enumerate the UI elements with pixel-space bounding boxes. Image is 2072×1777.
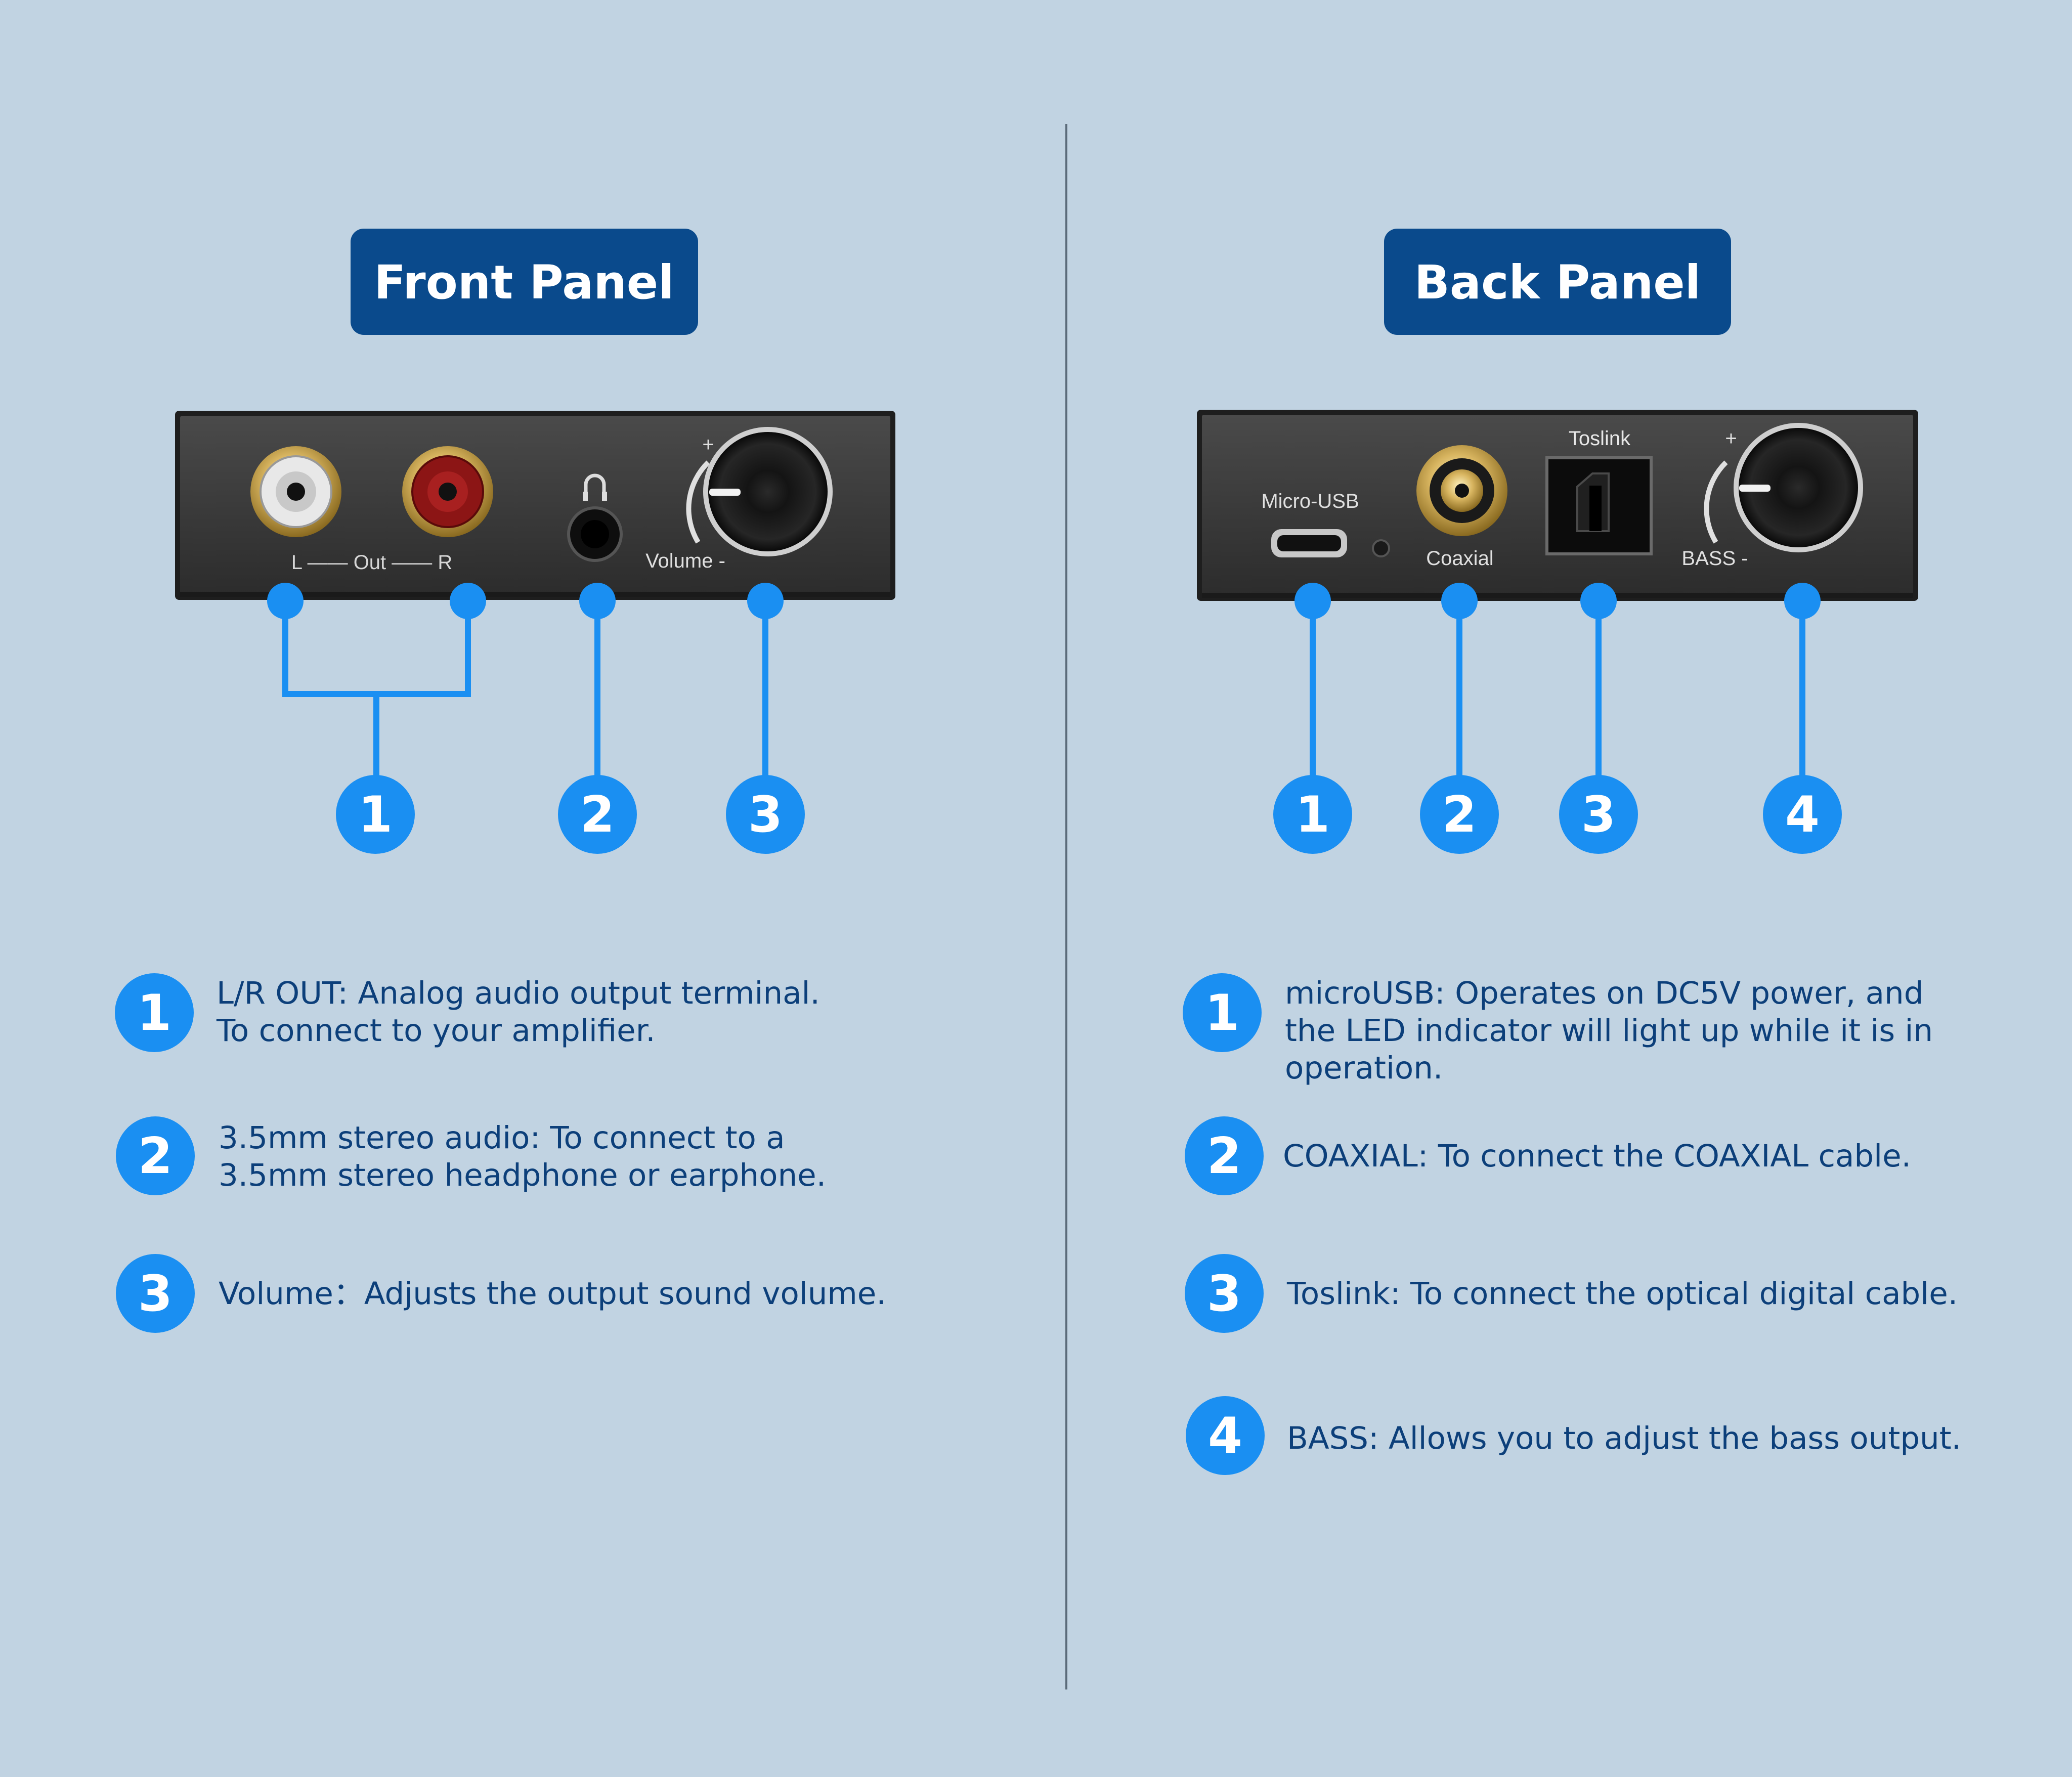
back-item-3-line1: Toslink: To connect the optical digital … bbox=[1286, 1276, 1958, 1312]
back-item-1-line1: microUSB: Operates on DC5V power, and bbox=[1285, 975, 1923, 1011]
volume-label: Volume - bbox=[645, 550, 725, 572]
toslink-label: Toslink bbox=[1569, 427, 1631, 450]
back-callout-3: 3 bbox=[1559, 775, 1638, 854]
svg-text:1: 1 bbox=[137, 984, 171, 1042]
volume-plus-label: + bbox=[702, 434, 714, 456]
headphone-jack bbox=[567, 473, 623, 562]
svg-text:2: 2 bbox=[580, 786, 615, 844]
front-item-2: 2 3.5mm stereo audio: To connect to a 3.… bbox=[116, 1116, 826, 1195]
led-indicator bbox=[1372, 539, 1390, 557]
front-item-1-line1: L/R OUT: Analog audio output terminal. bbox=[217, 975, 820, 1011]
front-leader-dots bbox=[267, 583, 784, 619]
svg-text:3: 3 bbox=[1207, 1265, 1241, 1323]
front-item-1: 1 L/R OUT: Analog audio output terminal.… bbox=[115, 973, 820, 1052]
rca-right-jack bbox=[402, 446, 493, 537]
back-title: Back Panel bbox=[1414, 255, 1701, 310]
front-title-box bbox=[351, 229, 698, 335]
svg-text:2: 2 bbox=[1207, 1128, 1241, 1185]
headphone-icon bbox=[584, 473, 606, 496]
front-callout-1: 1 bbox=[336, 775, 415, 854]
lr-out-label: L —— Out —— R bbox=[291, 551, 453, 574]
front-item-1-line2: To connect to your amplifier. bbox=[216, 1013, 656, 1049]
back-item-2: 2 COAXIAL: To connect the COAXIAL cable. bbox=[1185, 1116, 1911, 1195]
back-item-4-line1: BASS: Allows you to adjust the bass outp… bbox=[1287, 1420, 1961, 1456]
svg-text:1: 1 bbox=[1296, 786, 1330, 844]
back-item-3: 3 Toslink: To connect the optical digita… bbox=[1185, 1254, 1958, 1333]
back-item-4: 4 BASS: Allows you to adjust the bass ou… bbox=[1186, 1396, 1961, 1475]
front-callout-3: 3 bbox=[726, 775, 805, 854]
front-panel-section: Front Panel L —— Out —— R bbox=[115, 229, 895, 1333]
svg-text:1: 1 bbox=[358, 786, 393, 844]
back-callout-4: 4 bbox=[1763, 775, 1842, 854]
volume-knob bbox=[686, 427, 833, 556]
svg-text:4: 4 bbox=[1785, 786, 1820, 844]
svg-text:1: 1 bbox=[1205, 984, 1239, 1042]
back-item-1-line3: operation. bbox=[1285, 1050, 1443, 1086]
rca-left-jack bbox=[250, 446, 341, 537]
back-item-1: 1 microUSB: Operates on DC5V power, and … bbox=[1183, 973, 1933, 1086]
svg-text:3: 3 bbox=[748, 786, 783, 844]
back-item-1-line2: the LED indicator will light up while it… bbox=[1285, 1013, 1933, 1049]
micro-usb-label: Micro-USB bbox=[1261, 490, 1359, 512]
front-item-2-line2: 3.5mm stereo headphone or earphone. bbox=[219, 1157, 826, 1193]
svg-text:3: 3 bbox=[138, 1265, 172, 1323]
svg-text:2: 2 bbox=[1442, 786, 1477, 844]
front-callout-2: 2 bbox=[558, 775, 637, 854]
front-item-2-line1: 3.5mm stereo audio: To connect to a bbox=[219, 1120, 785, 1156]
toslink-port bbox=[1545, 456, 1653, 555]
svg-text:2: 2 bbox=[138, 1128, 172, 1185]
back-leader-lines bbox=[1310, 601, 1805, 789]
bass-knob bbox=[1704, 423, 1863, 552]
svg-text:3: 3 bbox=[1581, 786, 1616, 844]
micro-usb-port bbox=[1271, 529, 1347, 557]
back-device: Micro-USB Coaxial Toslink bbox=[1197, 410, 1918, 601]
back-leader-dots bbox=[1294, 583, 1821, 619]
front-item-3: 3 Volume：Adjusts the output sound volume… bbox=[116, 1254, 886, 1333]
front-device: L —— Out —— R + Volume - bbox=[175, 411, 895, 600]
front-title: Front Panel bbox=[374, 255, 674, 310]
coaxial-label: Coaxial bbox=[1426, 547, 1493, 570]
svg-text:4: 4 bbox=[1208, 1407, 1242, 1465]
bass-plus-label: + bbox=[1725, 427, 1737, 450]
front-leader-lines bbox=[282, 601, 768, 789]
bass-label: BASS - bbox=[1681, 547, 1748, 570]
coaxial-jack bbox=[1416, 445, 1507, 536]
back-callout-2: 2 bbox=[1420, 775, 1499, 854]
back-callout-1: 1 bbox=[1273, 775, 1352, 854]
back-title-box bbox=[1384, 229, 1731, 335]
back-item-2-line1: COAXIAL: To connect the COAXIAL cable. bbox=[1283, 1138, 1911, 1174]
front-item-3-line1: Volume：Adjusts the output sound volume. bbox=[219, 1276, 886, 1312]
back-panel-section: Back Panel Micro-USB Coaxial Toslink bbox=[1183, 229, 1961, 1475]
